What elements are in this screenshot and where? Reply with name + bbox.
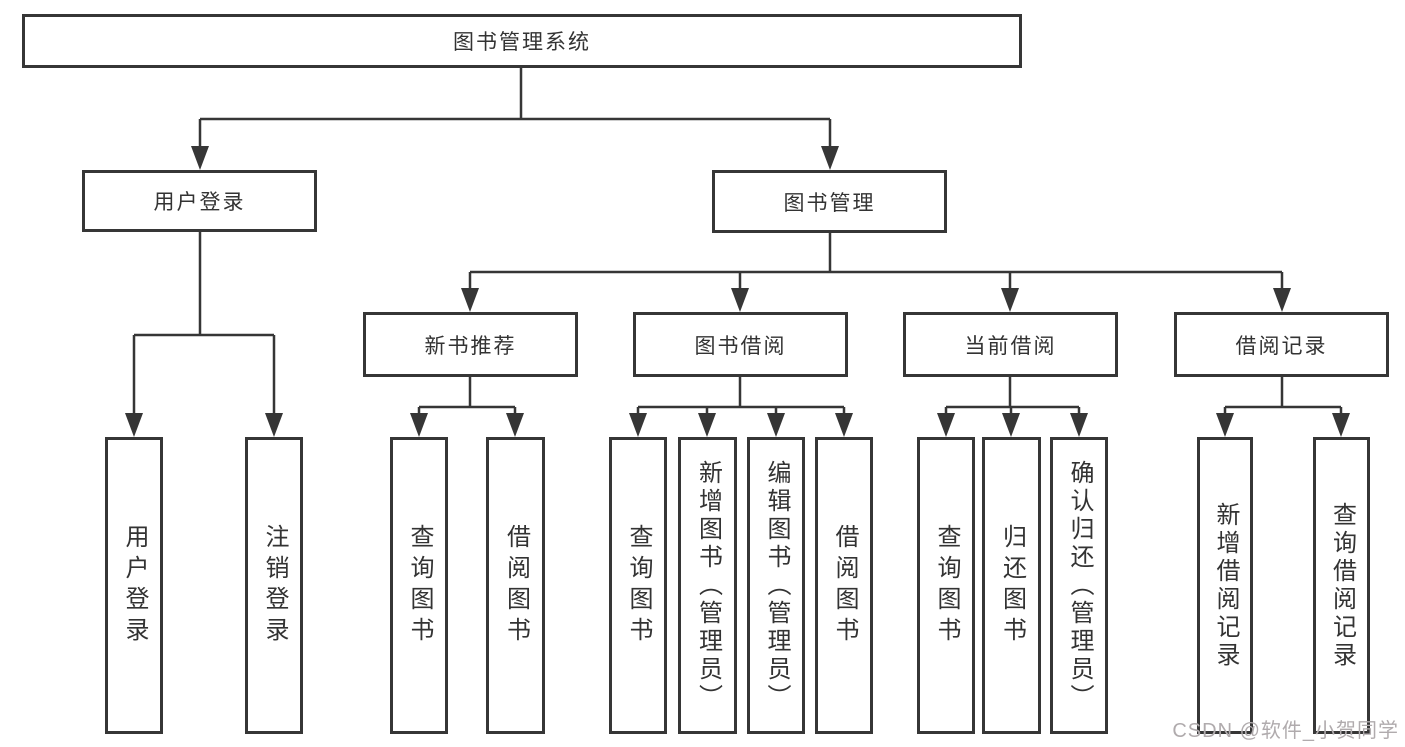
connector-root-to-level2: [198, 68, 832, 146]
leaf-query-borrow-record: 查询借阅记录: [1313, 437, 1370, 734]
arrowhead-icon: [821, 146, 839, 170]
arrowhead-icon: [1216, 413, 1234, 437]
leaf-user-login: 用户登录: [105, 437, 163, 734]
node-borrowing-records: 借阅记录: [1174, 312, 1389, 377]
arrowhead-icon: [191, 146, 209, 170]
arrowhead-icon: [767, 413, 785, 437]
leaf-label: 归还图书: [998, 523, 1026, 648]
arrowhead-icon: [1273, 288, 1291, 312]
node-label: 图书借阅: [694, 334, 787, 358]
node-label: 图书管理系统: [453, 31, 591, 54]
leaf-borrow-books-recommend: 借阅图书: [486, 437, 545, 734]
node-label: 当前借阅: [964, 334, 1057, 358]
leaf-label: 新增图书（管理员）: [694, 459, 722, 712]
arrowhead-icon: [1001, 288, 1019, 312]
leaf-borrow-books-borrowing: 借阅图书: [815, 437, 873, 734]
leaf-label: 查询图书: [933, 523, 960, 648]
connector-current-borrowing-children: [944, 377, 1081, 413]
leaf-label: 确认归还（管理员）: [1066, 459, 1093, 712]
connector-book-borrowing-children: [636, 377, 846, 413]
leaf-logout: 注销登录: [245, 437, 303, 734]
leaf-query-books-current: 查询图书: [917, 437, 975, 734]
leaf-label: 查询图书: [406, 523, 433, 648]
node-library-management-system: 图书管理系统: [22, 14, 1022, 68]
arrowhead-icon: [125, 413, 143, 437]
leaf-label: 查询借阅记录: [1328, 501, 1356, 670]
leaf-label: 借阅图书: [831, 523, 858, 648]
node-label: 用户登录: [153, 191, 246, 214]
node-current-borrowing: 当前借阅: [903, 312, 1118, 377]
leaf-add-borrow-record: 新增借阅记录: [1197, 437, 1253, 734]
arrowhead-icon: [937, 413, 955, 437]
leaf-query-books-recommend: 查询图书: [390, 437, 448, 734]
node-label: 图书管理: [783, 191, 876, 215]
connector-borrowing-records-children: [1223, 377, 1343, 413]
node-label: 借阅记录: [1235, 334, 1328, 358]
connector-user-login-children: [132, 232, 276, 413]
leaf-query-books-borrowing: 查询图书: [609, 437, 667, 734]
leaf-return-books: 归还图书: [982, 437, 1041, 734]
node-label: 新书推荐: [424, 334, 517, 358]
arrowheads: [125, 146, 1350, 437]
node-book-borrowing: 图书借阅: [633, 312, 848, 377]
arrowhead-icon: [835, 413, 853, 437]
leaf-label: 查询图书: [625, 523, 652, 648]
arrowhead-icon: [1070, 413, 1088, 437]
node-book-management: 图书管理: [712, 170, 947, 233]
arrowhead-icon: [506, 413, 524, 437]
arrowhead-icon: [1002, 413, 1020, 437]
leaf-edit-book-admin: 编辑图书（管理员）: [747, 437, 805, 734]
leaf-label: 注销登录: [261, 523, 288, 648]
arrowhead-icon: [461, 288, 479, 312]
leaf-label: 用户登录: [121, 523, 148, 648]
node-new-book-recommendation: 新书推荐: [363, 312, 578, 377]
leaf-add-book-admin: 新增图书（管理员）: [678, 437, 737, 734]
arrowhead-icon: [410, 413, 428, 437]
connector-book-management-children: [468, 233, 1284, 288]
watermark: CSDN @软件_小贺同学: [1172, 720, 1399, 742]
connector-paths: [132, 68, 1343, 413]
node-user-login: 用户登录: [82, 170, 317, 232]
leaf-label: 借阅图书: [502, 523, 530, 648]
connector-new-book-children: [417, 377, 517, 413]
arrowhead-icon: [698, 413, 716, 437]
leaf-confirm-return-admin: 确认归还（管理员）: [1050, 437, 1108, 734]
leaf-label: 编辑图书（管理员）: [763, 459, 790, 712]
arrowhead-icon: [265, 413, 283, 437]
leaf-label: 新增借阅记录: [1212, 501, 1239, 670]
arrowhead-icon: [731, 288, 749, 312]
arrowhead-icon: [629, 413, 647, 437]
arrowhead-icon: [1332, 413, 1350, 437]
